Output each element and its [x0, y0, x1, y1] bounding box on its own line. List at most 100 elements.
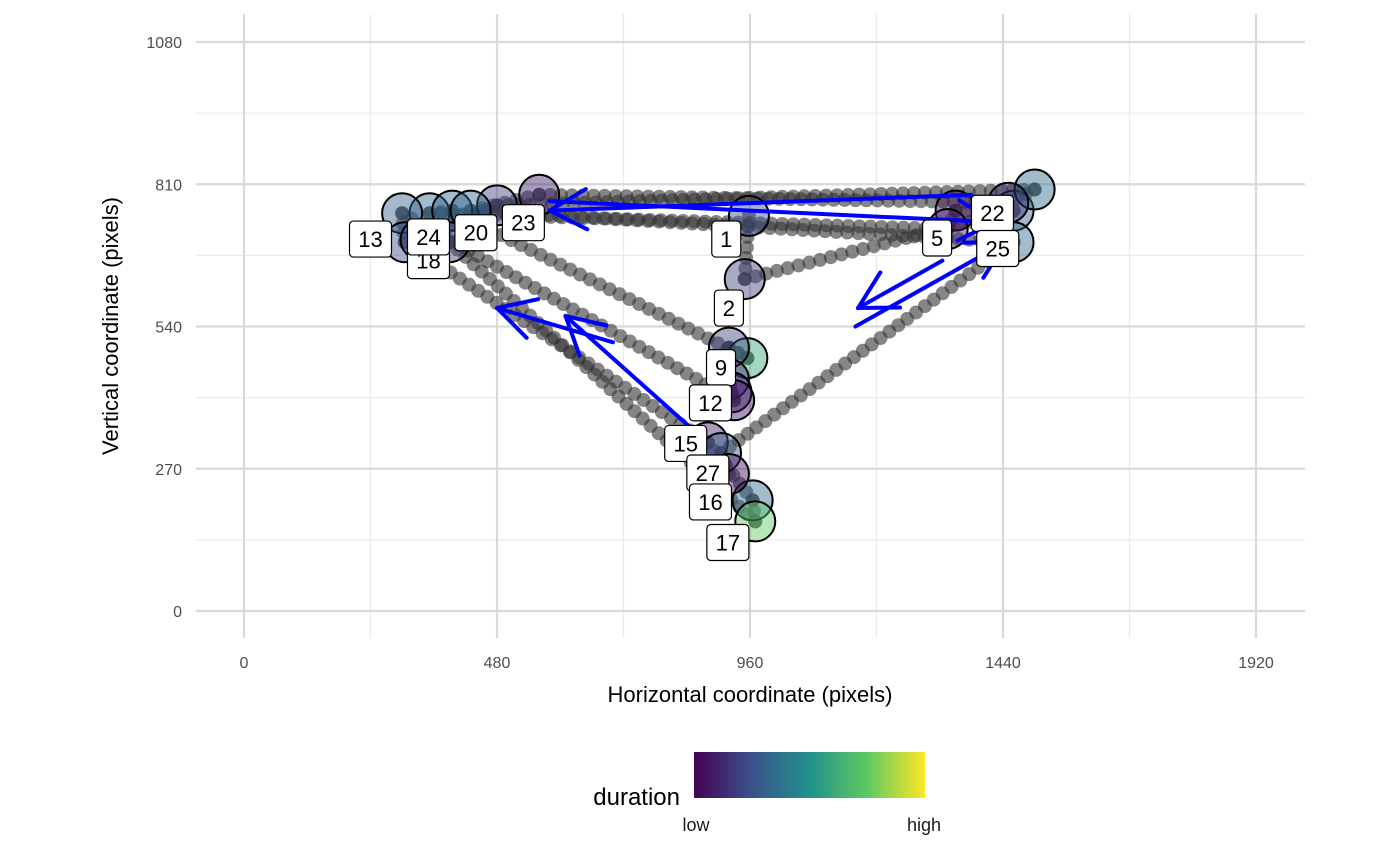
trail-point [585, 210, 600, 225]
trail-point [597, 188, 612, 203]
legend-title: duration [593, 784, 680, 811]
fixation-label: 16 [688, 483, 733, 521]
trail-point [780, 261, 795, 276]
svg-text:16: 16 [698, 490, 722, 515]
svg-text:2: 2 [723, 296, 735, 321]
legend-high-label: high [907, 815, 941, 835]
trail-point [596, 211, 611, 226]
trail-point [641, 189, 656, 204]
trail-point [652, 189, 667, 204]
trail-point [906, 229, 921, 244]
trail-point [862, 226, 877, 241]
trail-point [543, 187, 558, 202]
trail-point [834, 247, 849, 262]
x-axis-ticks: 0 480 960 1440 1920 [240, 655, 1274, 672]
trail-point [553, 188, 568, 203]
trail-point [532, 187, 547, 202]
svg-text:23: 23 [511, 211, 535, 236]
trail-point [520, 190, 535, 205]
fixation-point [723, 258, 766, 301]
fixation-label: 22 [970, 194, 1015, 232]
trail-point [717, 190, 732, 205]
trail-point [651, 214, 666, 229]
trail-point [737, 272, 752, 287]
trail-point [640, 213, 655, 228]
trail-point [840, 225, 855, 240]
trail-point [740, 229, 755, 244]
fixation-label: 20 [454, 214, 498, 252]
trail-point [884, 228, 899, 243]
trail-point [739, 240, 754, 255]
x-tick-label: 480 [484, 655, 511, 672]
svg-text:1: 1 [720, 227, 732, 252]
trail-point [823, 250, 838, 265]
trail-point [748, 269, 763, 284]
fixation-label: 17 [706, 523, 750, 562]
trail-point [745, 493, 760, 508]
fixation-label: 24 [406, 218, 451, 256]
fixation-label: 13 [348, 220, 393, 258]
fixation-label: 27 [686, 454, 730, 492]
direction-arrow [495, 297, 615, 345]
trail-point [739, 251, 754, 266]
svg-text:22: 22 [980, 201, 1004, 226]
fixation-point [1013, 168, 1056, 211]
legend-colorbar [694, 752, 925, 798]
y-tick-label: 0 [173, 604, 182, 621]
trail-point [619, 189, 634, 204]
trail-point [791, 258, 806, 273]
trail-point [684, 190, 699, 205]
x-tick-label: 1440 [985, 655, 1021, 672]
trail-point [829, 224, 844, 239]
y-tick-label: 270 [155, 462, 182, 479]
fixation-label: 9 [705, 348, 737, 387]
x-tick-label: 0 [240, 655, 249, 672]
trail-point [673, 190, 688, 205]
trail-point [696, 217, 711, 232]
trail-point [574, 210, 589, 225]
trail-point [851, 226, 866, 241]
trail-point [608, 189, 623, 204]
fixation-label: 25 [976, 229, 1020, 268]
legend-low-label: low [682, 815, 710, 835]
trail-point [845, 244, 860, 259]
trail-point [856, 241, 871, 256]
x-tick-label: 960 [737, 655, 764, 672]
trail-point [695, 190, 710, 205]
y-tick-label: 540 [155, 320, 182, 337]
fixation-label: 15 [664, 424, 708, 463]
svg-text:13: 13 [358, 227, 382, 252]
fixation-label: 1 [711, 220, 742, 258]
svg-text:17: 17 [716, 531, 740, 556]
y-axis-ticks: 0 270 540 810 1080 [146, 35, 182, 621]
fixation-point [731, 479, 774, 522]
trail-point [663, 215, 678, 230]
trail-point [463, 203, 478, 218]
trail-point [663, 189, 678, 204]
trail-point [784, 222, 799, 237]
x-tick-label: 1920 [1238, 655, 1274, 672]
trail-point [629, 213, 644, 228]
trail-point [740, 219, 755, 234]
trail-point [796, 222, 811, 237]
trail-point [586, 188, 601, 203]
trail-point [946, 194, 961, 209]
trail-point [802, 255, 817, 270]
duration-legend: duration low high [593, 752, 941, 835]
trail-point [607, 211, 622, 226]
svg-text:9: 9 [715, 356, 727, 381]
y-tick-label: 810 [155, 177, 182, 194]
svg-text:5: 5 [931, 226, 943, 251]
y-axis-title: Vertical coordinate (pixels) [98, 197, 123, 455]
trail-point [630, 189, 645, 204]
trail-point [685, 216, 700, 231]
fixation-label: 5 [922, 219, 953, 257]
fixation-label: 23 [501, 204, 545, 242]
trail-point [674, 215, 689, 230]
y-tick-label: 1080 [146, 35, 182, 52]
trail-point [773, 221, 788, 236]
trail-point [807, 223, 822, 238]
svg-text:24: 24 [416, 225, 440, 250]
svg-text:12: 12 [698, 391, 722, 416]
